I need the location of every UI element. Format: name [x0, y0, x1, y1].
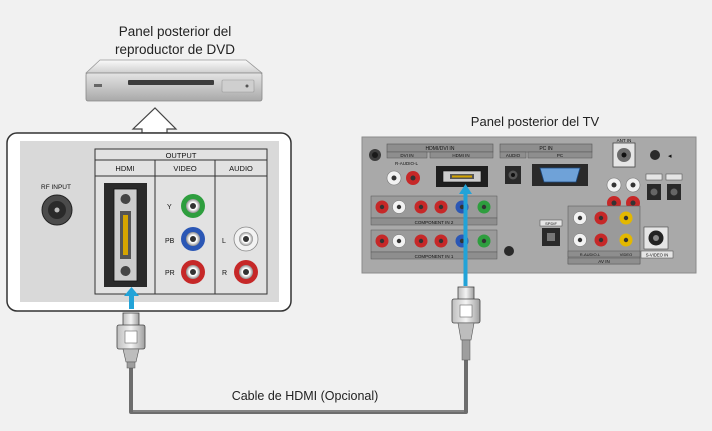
hdmi-plug-tv	[451, 286, 481, 361]
dvd-panel-label: Panel posterior del reproductor de DVD	[70, 23, 280, 59]
tv-headphone-jacks	[647, 184, 681, 200]
rf-input-jack	[41, 194, 73, 226]
tv-av-in: R-AUDIO-L VIDEO AV IN	[567, 205, 641, 265]
tv-ant-in-text: ANT IN	[617, 138, 632, 143]
tv-pc-audio-jack	[505, 166, 521, 184]
tv-back-panel: HDMI/DVI IN DVI IN HDMI IN R-AUDIO-L PC …	[361, 136, 697, 274]
tv-ant-in-jack	[612, 142, 636, 168]
dvd-audio-text: AUDIO	[229, 164, 253, 173]
dvd-player-icon	[84, 59, 264, 102]
tv-hdmi-arrow	[459, 184, 472, 286]
dvd-back-panel: OUTPUT HDMI VIDEO AUDIO RF INPUT Y	[6, 132, 292, 312]
tv-hdmi-dvi-in-text: HDMI/DVI IN	[426, 146, 455, 152]
tv-av-audio-text: R-AUDIO-L	[580, 252, 601, 257]
tv-pc-text: PC	[557, 153, 564, 158]
video-y-jack	[181, 194, 205, 218]
tv-dvi-audio-jacks	[386, 170, 420, 186]
tv-component-in-2-text: COMPONENT IN 2	[415, 220, 454, 225]
dvd-output-text: OUTPUT	[166, 151, 197, 160]
video-pr-jack	[181, 260, 205, 284]
dvd-hdmi-port	[104, 183, 147, 287]
tv-spdif-text: SPDIF	[545, 221, 557, 226]
tv-dvi-in-text: DVI IN	[400, 153, 413, 158]
cable-label: Cable de HDMI (Opcional)	[231, 389, 379, 403]
tv-av-video-text: VIDEO	[620, 252, 632, 257]
tv-component-in-1: COMPONENT IN 1	[370, 229, 498, 260]
tv-spdif-jack	[542, 228, 560, 246]
dvd-hdmi-arrow	[124, 287, 139, 309]
dvd-r-text: R	[222, 270, 227, 277]
hdmi-cable	[129, 360, 468, 414]
tv-hdmi-in-text: HDMI IN	[452, 153, 469, 158]
video-pb-jack	[181, 227, 205, 251]
tv-svideo-in-jack: S-VIDEO IN	[640, 226, 674, 259]
dvd-rf-input-text: RF INPUT	[41, 184, 71, 191]
audio-l-jack	[233, 226, 259, 252]
tv-pc-audio-text: AUDIO	[506, 153, 521, 158]
tv-pc-vga-port	[532, 164, 588, 186]
dvd-y-text: Y	[167, 204, 172, 211]
dvd-label-line1: Panel posterior del	[118, 24, 232, 39]
dvd-video-text: VIDEO	[173, 164, 197, 173]
tv-component-in-1-text: COMPONENT IN 1	[415, 254, 454, 259]
dvd-pr-text: PR	[165, 270, 175, 277]
dvd-hdmi-text: HDMI	[115, 164, 134, 173]
dvd-label-line2: reproductor de DVD	[114, 42, 236, 57]
tv-component-in-2: COMPONENT IN 2	[370, 195, 498, 226]
dvd-pb-text: PB	[165, 238, 175, 245]
tv-av-in-text: AV IN	[598, 259, 609, 264]
tv-svideo-in-text: S-VIDEO IN	[646, 253, 669, 258]
dvd-l-text: L	[222, 238, 226, 245]
tv-pc-in-text: PC IN	[539, 146, 553, 152]
tv-dvi-audio-text: R-AUDIO-L	[395, 161, 418, 166]
svg-text:◂: ◂	[668, 153, 672, 160]
dvd-to-panel-arrow	[131, 107, 178, 134]
hdmi-plug-dvd	[116, 312, 146, 369]
audio-r-jack	[234, 260, 258, 284]
tv-panel-label: Panel posterior del TV	[470, 114, 600, 129]
tv-hdmi-port	[436, 166, 488, 187]
